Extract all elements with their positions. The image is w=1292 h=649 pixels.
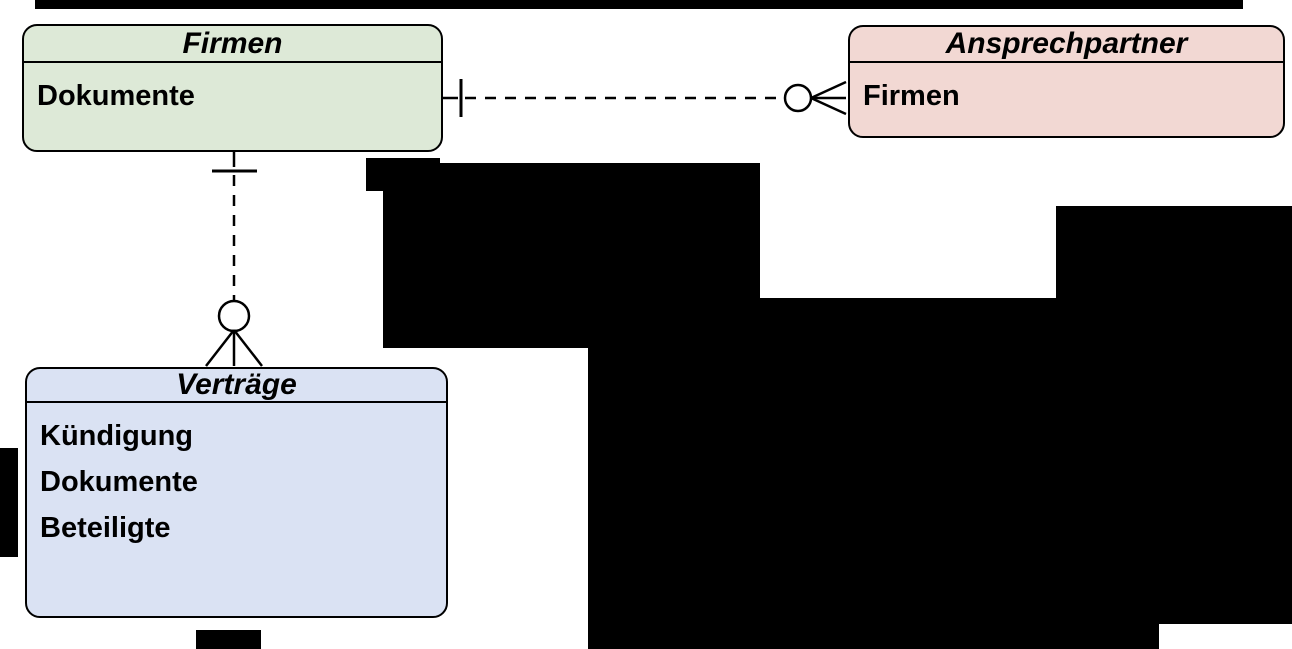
crow-foot-icon: [810, 80, 847, 116]
entity-vertraege: Verträge Kündigung Dokumente Beteiligte: [25, 367, 448, 618]
entity-vertraege-attributes: Kündigung Dokumente Beteiligte: [27, 403, 446, 551]
entity-ansprechpartner: Ansprechpartner Firmen: [848, 25, 1285, 138]
entity-ansprechpartner-attributes: Firmen: [850, 63, 1283, 113]
redaction-block: [1056, 206, 1292, 298]
attribute-dokumente: Dokumente: [40, 465, 198, 498]
entity-firmen: Firmen Dokumente: [22, 24, 443, 152]
redaction-block: [588, 624, 1159, 649]
crow-foot-icon: [205, 329, 263, 367]
redaction-block: [383, 163, 760, 298]
zero-circle-icon: [217, 299, 251, 333]
redaction-block: [588, 298, 1292, 624]
relationship-firmen-vertraege: [205, 152, 263, 367]
attribute-dokumente: Dokumente: [37, 79, 195, 112]
zero-circle-icon: [783, 83, 813, 113]
attribute-beteiligte: Beteiligte: [40, 511, 171, 544]
redaction-block: [196, 630, 261, 649]
entity-firmen-title: Firmen: [24, 26, 441, 63]
redaction-block: [35, 0, 1243, 9]
relationship-firmen-ansprechpartner: [443, 79, 847, 117]
entity-ansprechpartner-title: Ansprechpartner: [850, 27, 1283, 63]
attribute-kuendigung: Kündigung: [40, 419, 194, 452]
entity-firmen-attributes: Dokumente: [24, 63, 441, 113]
redaction-block: [0, 448, 18, 557]
attribute-firmen: Firmen: [863, 79, 960, 112]
entity-vertraege-title: Verträge: [27, 368, 446, 403]
redaction-block: [383, 298, 588, 348]
